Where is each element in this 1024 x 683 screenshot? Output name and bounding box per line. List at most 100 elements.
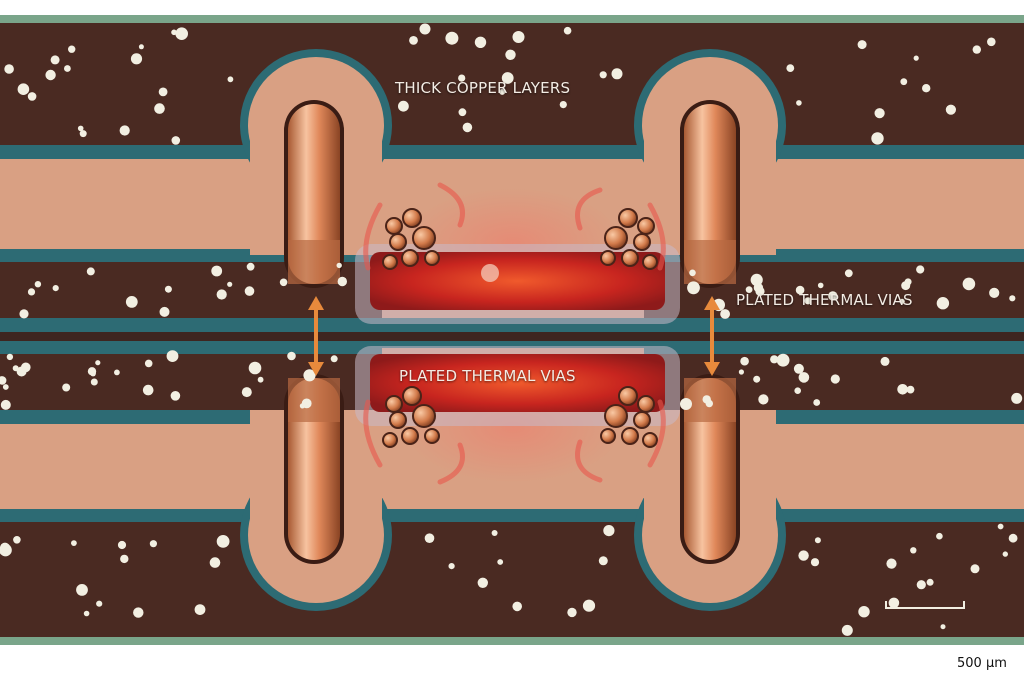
filler-particle bbox=[138, 44, 144, 50]
filler-particle bbox=[77, 125, 84, 132]
filler-particle bbox=[445, 31, 459, 45]
filler-particle bbox=[130, 53, 143, 65]
filler-particle bbox=[945, 104, 957, 115]
filler-particle bbox=[499, 88, 506, 95]
filler-particle bbox=[158, 87, 168, 97]
solder-ball bbox=[600, 428, 616, 444]
filler-particle bbox=[6, 353, 14, 361]
filler-particle bbox=[4, 64, 14, 74]
solder-ball bbox=[618, 208, 638, 228]
filler-particle bbox=[501, 72, 514, 84]
filler-particle bbox=[125, 296, 138, 308]
filler-particle bbox=[603, 525, 615, 537]
filler-particle bbox=[279, 278, 288, 287]
thermal-transfer-arrow bbox=[308, 296, 324, 376]
filler-particle bbox=[680, 398, 692, 410]
filler-particle bbox=[720, 309, 730, 319]
filler-particle bbox=[216, 289, 227, 300]
filler-particle bbox=[970, 564, 980, 574]
filler-particle bbox=[857, 40, 867, 50]
plated-thermal-via bbox=[680, 374, 740, 564]
filler-particle bbox=[159, 306, 170, 317]
filler-particle bbox=[0, 399, 11, 410]
solder-ball bbox=[389, 233, 407, 251]
solder-ball bbox=[637, 395, 655, 413]
filler-particle bbox=[166, 350, 179, 362]
filler-particle bbox=[798, 550, 809, 561]
filler-particle bbox=[871, 132, 884, 145]
filler-particle bbox=[497, 559, 504, 565]
solder-ball bbox=[382, 432, 398, 448]
filler-particle bbox=[96, 600, 103, 607]
filler-particle bbox=[13, 536, 21, 544]
thermal-transfer-arrow bbox=[704, 296, 720, 376]
filler-particle bbox=[462, 122, 473, 133]
filler-particle bbox=[828, 291, 838, 301]
filler-particle bbox=[1009, 295, 1016, 302]
solder-ball bbox=[385, 395, 403, 413]
filler-particle bbox=[687, 281, 700, 295]
filler-particle bbox=[940, 624, 946, 630]
scale-bar-label: 500 µm bbox=[957, 656, 1007, 671]
solder-ball bbox=[621, 249, 639, 267]
filler-particle bbox=[477, 577, 488, 588]
filler-particle bbox=[888, 597, 900, 609]
filler-particle bbox=[34, 281, 42, 288]
filler-particle bbox=[813, 399, 821, 406]
filler-particle bbox=[424, 533, 435, 543]
filler-particle bbox=[114, 369, 120, 376]
filler-particle bbox=[705, 399, 713, 408]
solder-ball bbox=[642, 254, 658, 270]
filler-particle bbox=[899, 298, 905, 305]
filler-particle bbox=[171, 29, 177, 36]
solder-ball bbox=[385, 217, 403, 235]
filler-particle bbox=[962, 277, 976, 291]
filler-particle bbox=[936, 297, 950, 310]
filler-particle bbox=[776, 353, 790, 367]
filler-particle bbox=[989, 287, 1000, 298]
filler-particle bbox=[795, 285, 805, 295]
filler-particle bbox=[398, 100, 409, 112]
filler-particle bbox=[582, 599, 596, 612]
filler-particle bbox=[419, 23, 431, 35]
filler-particle bbox=[512, 601, 522, 612]
solder-ball bbox=[621, 427, 639, 445]
filler-particle bbox=[211, 265, 223, 277]
filler-particle bbox=[458, 108, 467, 117]
filler-particle bbox=[45, 69, 56, 81]
filler-particle bbox=[154, 103, 165, 114]
filler-particle bbox=[753, 375, 761, 383]
filler-particle bbox=[858, 606, 870, 618]
filler-particle bbox=[76, 584, 88, 596]
dielectric-layer bbox=[0, 318, 1024, 334]
filler-particle bbox=[972, 45, 981, 54]
filler-particle bbox=[598, 556, 608, 566]
filler-particle bbox=[95, 360, 101, 366]
filler-particle bbox=[897, 384, 908, 395]
filler-particle bbox=[0, 376, 7, 385]
filler-particle bbox=[64, 65, 71, 72]
filler-particle bbox=[689, 269, 696, 277]
filler-particle bbox=[926, 578, 934, 586]
filler-particle bbox=[841, 624, 853, 636]
dielectric-layer bbox=[0, 508, 1024, 522]
filler-particle bbox=[997, 523, 1004, 530]
filler-particle bbox=[458, 74, 466, 82]
solder-ball bbox=[412, 404, 436, 428]
solder-ball bbox=[424, 428, 440, 444]
solder-ball bbox=[401, 249, 419, 267]
filler-particle bbox=[337, 276, 347, 287]
filler-particle bbox=[874, 108, 885, 119]
filler-particle bbox=[246, 262, 255, 271]
plated-thermal-via bbox=[284, 100, 344, 288]
solder-ball bbox=[401, 427, 419, 445]
filler-particle bbox=[336, 262, 342, 269]
filler-particle bbox=[90, 370, 96, 377]
filler-particle bbox=[793, 363, 804, 374]
filler-particle bbox=[62, 383, 71, 392]
filler-particle bbox=[491, 530, 498, 536]
filler-particle bbox=[1011, 392, 1023, 404]
filler-particle bbox=[133, 607, 144, 618]
filler-particle bbox=[142, 384, 154, 396]
heat-source-bottom bbox=[370, 354, 665, 412]
